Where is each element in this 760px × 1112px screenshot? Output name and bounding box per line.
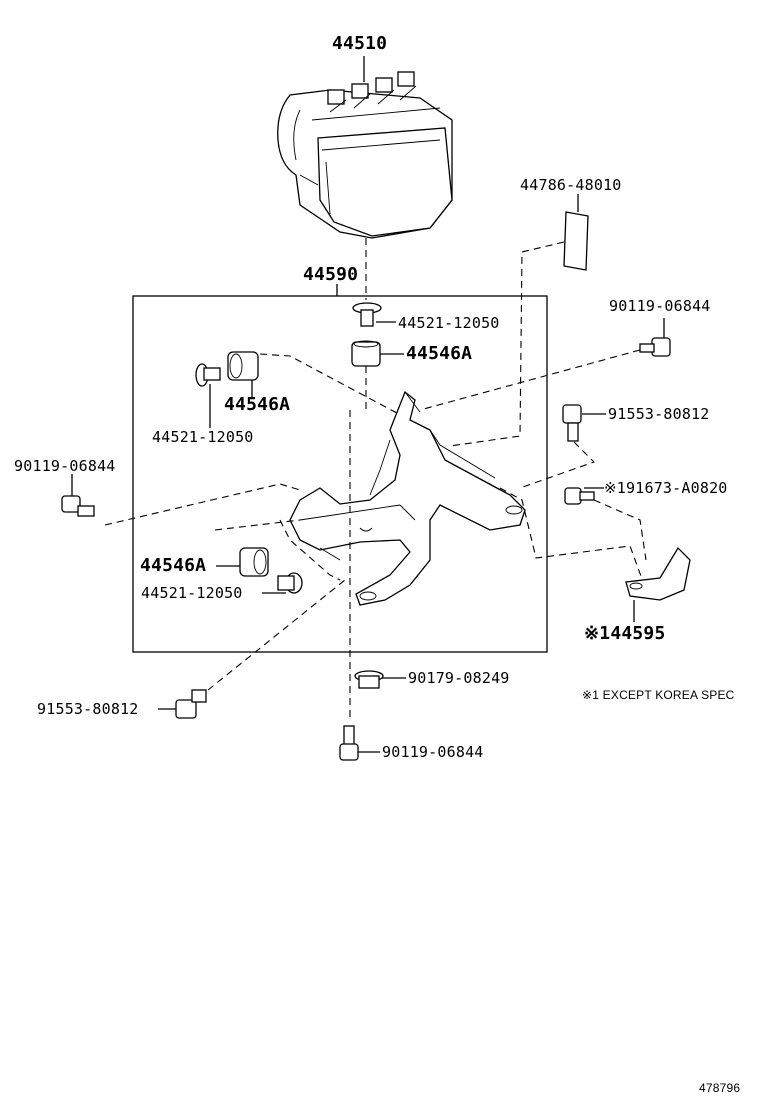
figure-number: 478796 — [699, 1081, 741, 1095]
label-44546a-top[interactable]: 44546A — [406, 343, 473, 364]
spec-note: ※1 EXCEPT KOREA SPEC — [582, 688, 735, 702]
bracket-group-box — [132, 295, 548, 653]
sub-bracket-drawing — [625, 546, 691, 601]
collar-lower-drawing — [277, 572, 303, 594]
grommet-left-drawing — [227, 351, 259, 381]
nut-bottom-drawing — [354, 670, 384, 689]
dash-bracket-right — [499, 487, 647, 591]
dash-grommet-left — [259, 353, 411, 421]
abs-actuator-drawing — [277, 71, 453, 239]
collar-left-drawing — [195, 363, 221, 387]
bolt-korea-drawing — [564, 487, 595, 505]
bolt-right-drawing — [562, 404, 582, 442]
dash-bolt-91553-b — [207, 579, 346, 691]
dash-label-plate — [449, 241, 565, 447]
label-44521-12050-top[interactable]: 44521-12050 — [398, 314, 500, 332]
label-91553-80812-lower[interactable]: 91553-80812 — [37, 700, 139, 718]
collar-top-drawing — [352, 302, 382, 327]
main-bracket-drawing — [289, 390, 526, 606]
label-90119-06844-left[interactable]: 90119-06844 — [14, 457, 116, 475]
label-plate-drawing — [563, 211, 589, 271]
label-91553-80812-right[interactable]: 91553-80812 — [608, 405, 710, 423]
dash-bolt-91673 — [593, 499, 647, 561]
label-90119-06844-bottom[interactable]: 90119-06844 — [382, 743, 484, 761]
label-44521-12050-lower[interactable]: 44521-12050 — [141, 584, 243, 602]
label-44521-12050-left[interactable]: 44521-12050 — [152, 428, 254, 446]
label-90179-08249[interactable]: 90179-08249 — [408, 669, 510, 687]
dash-bolt-right — [419, 349, 641, 411]
label-44786-48010[interactable]: 44786-48010 — [520, 176, 622, 194]
grommet-top-drawing — [351, 340, 381, 367]
label-44510[interactable]: 44510 — [332, 33, 388, 54]
stud-bolt-drawing — [339, 725, 359, 761]
bolt-bottom-left-drawing — [175, 689, 207, 719]
label-91673-a0820[interactable]: ※191673-A0820 — [604, 479, 728, 497]
label-44595[interactable]: ※144595 — [584, 623, 666, 644]
label-44546a-lower[interactable]: 44546A — [140, 555, 207, 576]
label-44546a-left[interactable]: 44546A — [224, 394, 291, 415]
sub-bracket-hole — [629, 582, 643, 590]
dash-bolt-left — [104, 483, 301, 526]
label-90119-06844-top[interactable]: 90119-06844 — [609, 297, 711, 315]
dash-bracket-lower — [279, 519, 341, 581]
dash-bolt-91553-a — [519, 441, 596, 489]
dash-bracket-left — [214, 519, 301, 531]
grommet-lower-drawing — [239, 547, 269, 577]
label-44590[interactable]: 44590 — [303, 264, 359, 285]
bolt-left-drawing — [61, 495, 95, 517]
bolt-top-right-drawing — [639, 337, 671, 357]
